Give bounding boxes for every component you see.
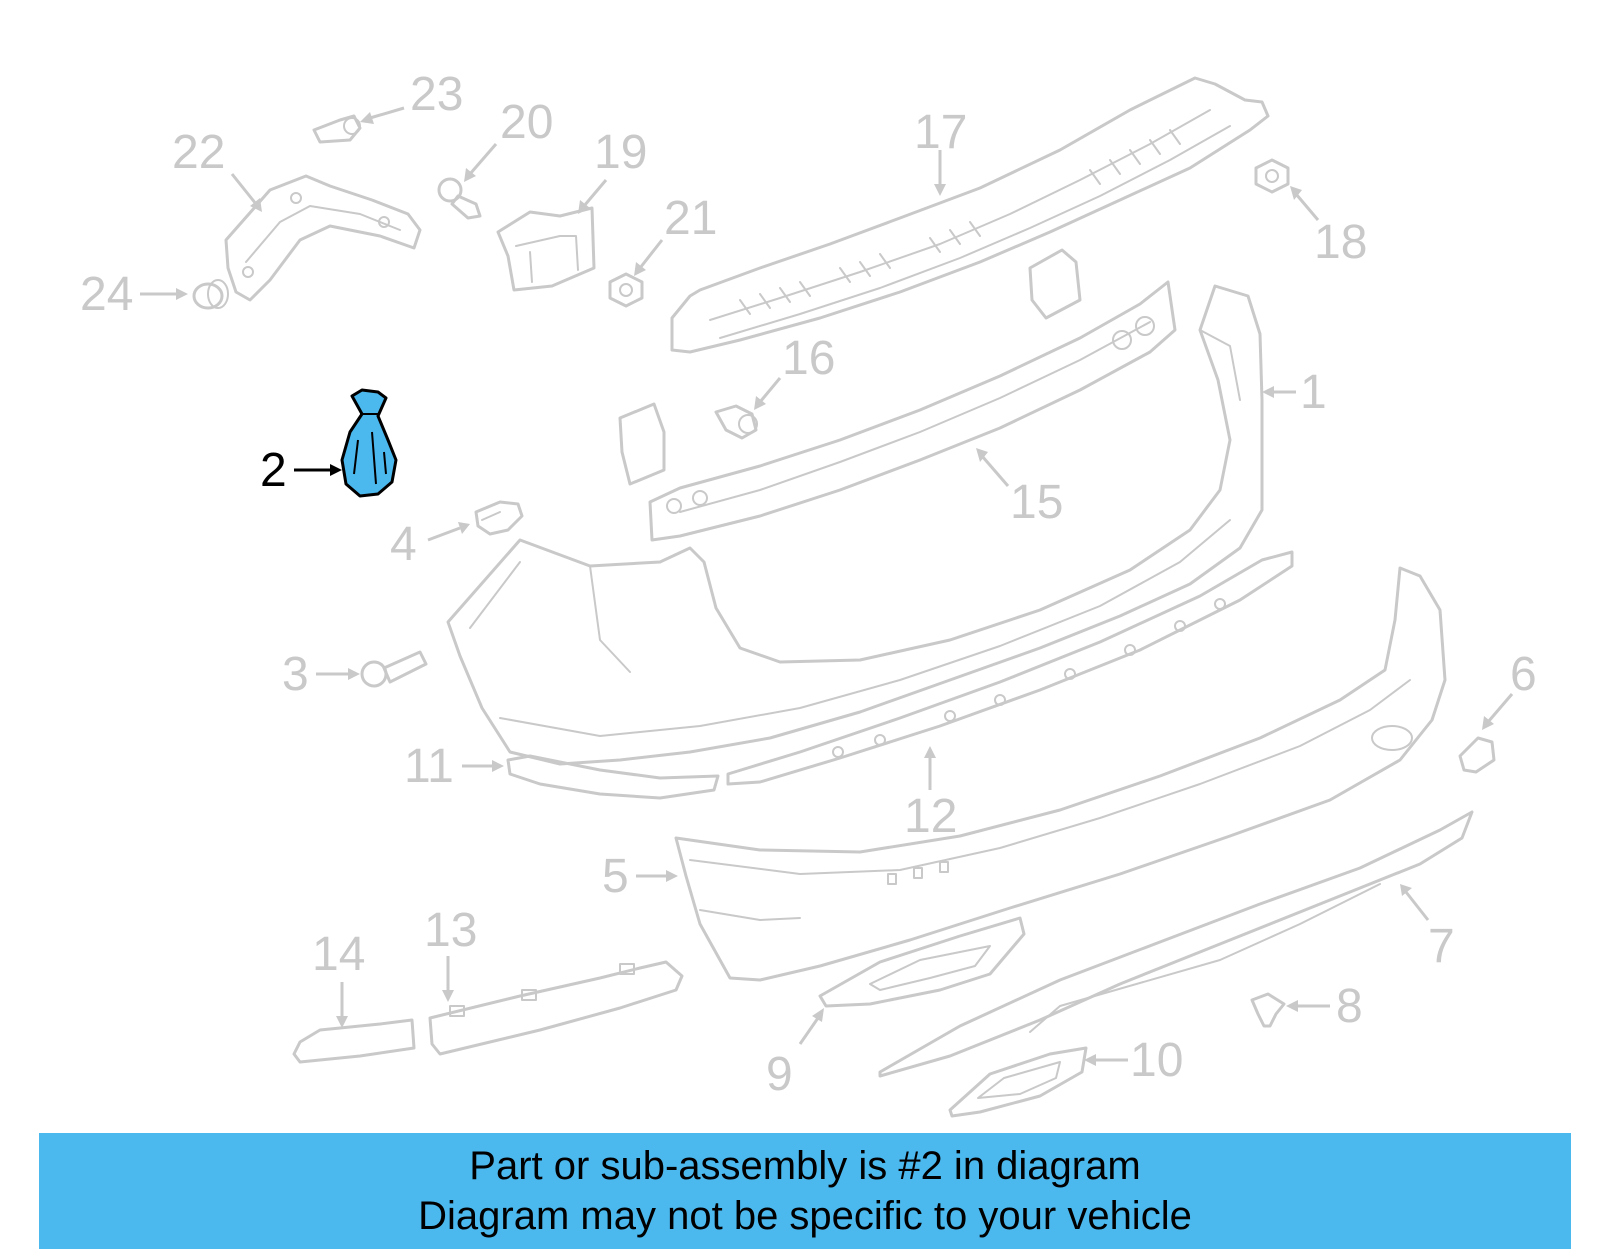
part-1-bumper-cover-upper [446, 284, 1264, 766]
part-16-bolt [714, 404, 758, 440]
svg-text:14: 14 [312, 928, 365, 981]
callout-5: 5 [602, 850, 678, 903]
part-23-bolt [312, 114, 362, 144]
callout-8: 8 [1286, 980, 1363, 1033]
info-banner: Part or sub-assembly is #2 in diagram Di… [39, 1133, 1571, 1249]
svg-text:10: 10 [1130, 1034, 1183, 1087]
part-14-reflector [292, 1018, 416, 1064]
svg-text:22: 22 [172, 126, 225, 179]
part-6-clip [1458, 736, 1496, 774]
part-7-diffuser [878, 810, 1474, 1078]
part-8-nut [1250, 992, 1286, 1028]
part-24-bushing [192, 279, 229, 310]
callout-18: 18 [1290, 186, 1367, 269]
part-15-impact-bar [618, 248, 1177, 542]
svg-text:5: 5 [602, 850, 629, 903]
banner-line-disclaimer: Diagram may not be specific to your vehi… [418, 1194, 1192, 1238]
callout-20: 20 [464, 96, 553, 182]
svg-text:19: 19 [594, 126, 647, 179]
part-9-exhaust-bezel [818, 916, 1026, 1008]
callout-7: 7 [1400, 884, 1455, 973]
callout-1: 1 [1262, 366, 1327, 419]
svg-text:17: 17 [914, 106, 967, 159]
callout-16: 16 [754, 332, 835, 410]
callout-4: 4 [390, 518, 470, 571]
callout-12: 12 [904, 746, 957, 843]
callout-23: 23 [360, 68, 463, 124]
callout-10: 10 [1084, 1034, 1183, 1087]
callout-6: 6 [1482, 648, 1537, 730]
callout-24: 24 [80, 268, 188, 321]
svg-text:13: 13 [424, 904, 477, 957]
callout-19: 19 [578, 126, 647, 214]
svg-text:21: 21 [664, 192, 717, 245]
svg-text:20: 20 [500, 96, 553, 149]
svg-text:16: 16 [782, 332, 835, 385]
part-17-reinforcement [670, 76, 1270, 354]
callout-9: 9 [766, 1008, 824, 1101]
svg-text:3: 3 [282, 648, 309, 701]
part-21-nut [608, 272, 644, 308]
part-12-support [726, 550, 1294, 786]
part-11-reflector [506, 754, 720, 800]
callout-11: 11 [404, 740, 504, 793]
part-20-bolt [437, 177, 482, 220]
callout-17: 17 [914, 106, 967, 196]
callout-13: 13 [424, 904, 477, 1002]
callout-15: 15 [976, 448, 1063, 529]
svg-text:6: 6 [1510, 648, 1537, 701]
callout-2[interactable]: 2 [260, 444, 342, 497]
part-10-exhaust-trim [948, 1046, 1088, 1118]
svg-text:23: 23 [410, 68, 463, 121]
svg-text:15: 15 [1010, 476, 1063, 529]
part-13-reflector [428, 960, 684, 1056]
callout-22: 22 [172, 126, 262, 212]
part-2-highlighted[interactable] [340, 388, 398, 498]
part-3-screw [360, 650, 428, 688]
part-19-bracket [496, 206, 596, 292]
svg-text:2: 2 [260, 444, 287, 497]
svg-text:12: 12 [904, 790, 957, 843]
svg-text:24: 24 [80, 268, 133, 321]
svg-text:4: 4 [390, 518, 417, 571]
svg-text:1: 1 [1300, 366, 1327, 419]
part-4-clip [474, 500, 524, 536]
svg-text:11: 11 [404, 740, 454, 793]
svg-text:9: 9 [766, 1048, 793, 1101]
banner-line-part: Part or sub-assembly is #2 in diagram [469, 1144, 1141, 1188]
svg-text:7: 7 [1428, 920, 1455, 973]
callout-14: 14 [312, 928, 365, 1028]
part-18-nut [1254, 158, 1290, 194]
callout-21: 21 [634, 192, 717, 276]
part-22-bracket [224, 174, 422, 302]
callout-3: 3 [282, 648, 360, 701]
svg-text:8: 8 [1336, 980, 1363, 1033]
part-5-bumper-cover-lower [674, 566, 1447, 982]
svg-text:18: 18 [1314, 216, 1367, 269]
